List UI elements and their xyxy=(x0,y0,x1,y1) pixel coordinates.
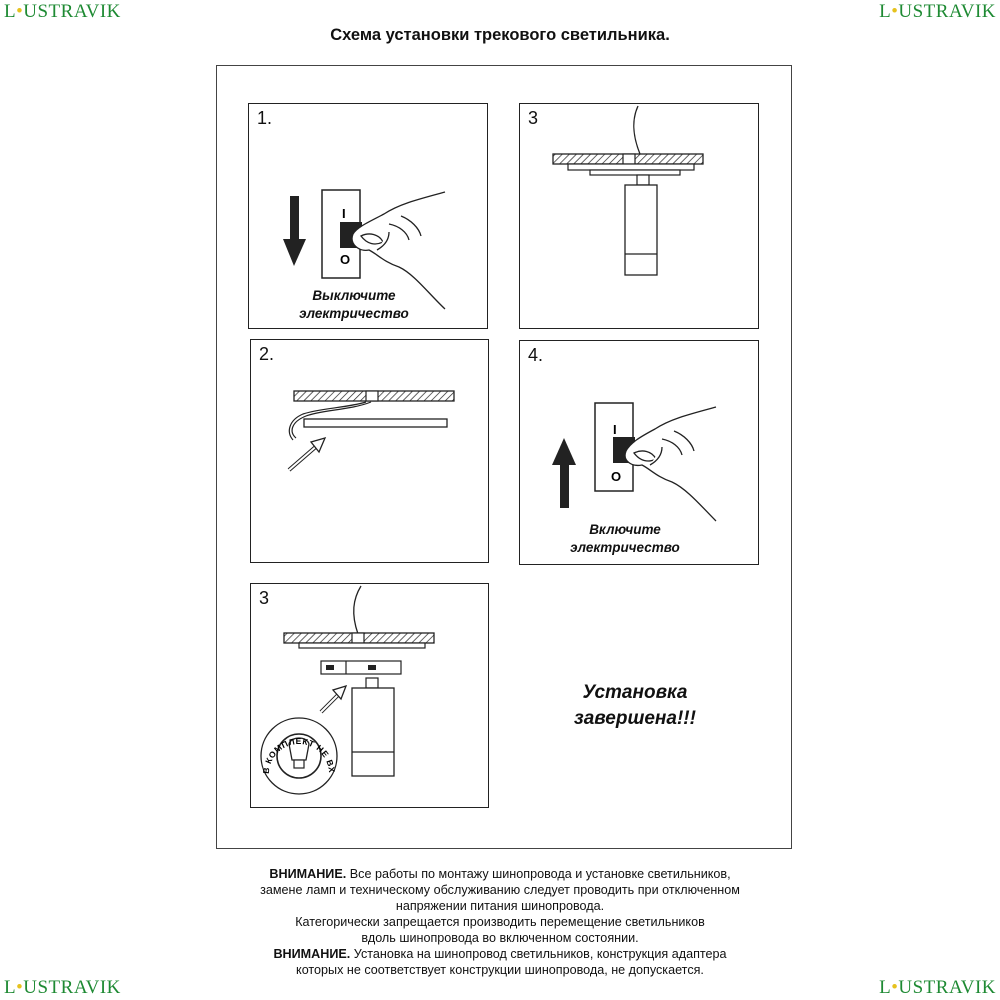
step-caption: Включите электричество xyxy=(550,521,700,557)
logo-text: USTRAVIK xyxy=(898,977,996,998)
caption-line: электричество xyxy=(570,540,680,555)
brand-logo: L•USTRAVIK xyxy=(879,2,996,22)
cable xyxy=(353,585,362,635)
switch-off-mark: O xyxy=(611,469,621,484)
step-panel-4: 4. I O Включите электричество xyxy=(519,340,759,565)
bulb-icon: • xyxy=(16,977,24,998)
arrow-down-icon xyxy=(283,196,306,266)
logo-first-letter: L xyxy=(4,1,17,22)
hand-icon xyxy=(351,191,446,310)
track-rail xyxy=(567,163,695,171)
step-number: 2. xyxy=(259,344,275,364)
note-line: ВНИМАНИЕ. Все работы по монтажу шинопров… xyxy=(269,867,731,881)
switch-on-mark: I xyxy=(342,206,346,221)
hand-icon xyxy=(624,406,717,522)
logo-text: USTRAVIK xyxy=(23,1,121,22)
note-line: замене ламп и техническому обслуживанию … xyxy=(260,883,740,897)
cable xyxy=(633,105,641,155)
logo-text: USTRAVIK xyxy=(898,1,996,22)
instruction-frame xyxy=(216,65,792,849)
lamp-body xyxy=(351,687,395,777)
lamp-body xyxy=(624,184,658,276)
bulb-not-included-badge: В КОМПЛЕКТ НЕ ВХОДИТ xyxy=(251,584,338,795)
brand-logo: L•USTRAVIK xyxy=(4,2,121,22)
track-rail xyxy=(303,418,448,428)
logo-text: USTRAVIK xyxy=(23,977,121,998)
warning-notes: ВНИМАНИЕ. Все работы по монтажу шинопров… xyxy=(200,866,800,978)
arrow-up-icon xyxy=(552,438,576,508)
brand-logo: L•USTRAVIK xyxy=(879,978,996,998)
switch-off-illustration: I O xyxy=(283,189,446,310)
bulb-icon: • xyxy=(891,1,899,22)
caption-line: Выключите xyxy=(312,288,396,303)
step-number: 3 xyxy=(528,108,539,128)
note-line: которых не соответствует конструкции шин… xyxy=(296,963,704,977)
step-panel-1: 1. I O Выключите электричество xyxy=(248,103,488,329)
track-install-illustration xyxy=(287,390,455,472)
bulb-icon xyxy=(288,737,310,761)
adapter xyxy=(320,660,402,675)
bulb-icon: • xyxy=(891,977,899,998)
cable xyxy=(291,401,372,439)
mount-illustration xyxy=(552,105,704,276)
warning-label: ВНИМАНИЕ. xyxy=(269,867,347,881)
step-number: 4. xyxy=(528,345,544,365)
step-panel-3b: 3 В КОМПЛЕКТ НЕ ВХ xyxy=(250,583,489,808)
bulb-icon: • xyxy=(16,1,24,22)
brand-logo: L•USTRAVIK xyxy=(4,978,121,998)
completion-line: Установка xyxy=(582,682,688,703)
completion-message: Установка завершена!!! xyxy=(550,680,720,732)
page-title: Схема установки трекового светильника. xyxy=(330,26,670,44)
lamp-attach-illustration: В КОМПЛЕКТ НЕ ВХОДИТ xyxy=(251,584,435,795)
switch-on-illustration: I O xyxy=(552,402,717,522)
step-caption: Выключите электричество xyxy=(279,287,429,323)
arrow-up-right-icon xyxy=(287,436,327,472)
step-panel-3a: 3 xyxy=(519,103,759,329)
note-line: вдоль шинопровода во включенном состояни… xyxy=(361,931,639,945)
step-number: 1. xyxy=(257,108,273,128)
note-line: Категорически запрещается производить пе… xyxy=(295,915,705,929)
step-panel-2: 2. xyxy=(250,339,489,563)
arrow-up-right-icon xyxy=(319,684,348,714)
note-line: ВНИМАНИЕ. Установка на шинопровод светил… xyxy=(273,947,727,961)
switch-off-mark: O xyxy=(340,252,350,267)
logo-first-letter: L xyxy=(879,977,892,998)
logo-first-letter: L xyxy=(4,977,17,998)
caption-line: электричество xyxy=(299,306,409,321)
step-number: 3 xyxy=(259,588,270,608)
warning-label: ВНИМАНИЕ. xyxy=(273,947,351,961)
logo-first-letter: L xyxy=(879,1,892,22)
completion-line: завершена!!! xyxy=(574,708,696,729)
switch-on-mark: I xyxy=(613,422,617,437)
note-line: напряжении питания шинопровода. xyxy=(395,899,605,913)
caption-line: Включите xyxy=(589,522,661,537)
track-rail xyxy=(298,642,426,649)
